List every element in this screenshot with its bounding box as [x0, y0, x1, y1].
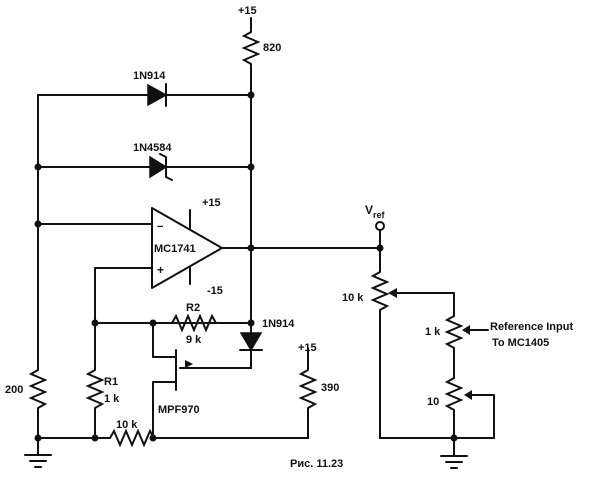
label-r1-value: 1 k — [104, 393, 120, 405]
ground-left — [24, 454, 52, 468]
diode-1n914-top — [37, 83, 252, 107]
label-plus-pin: + — [157, 263, 164, 277]
bottom-rail — [37, 407, 309, 448]
resistor-r1-branch — [85, 369, 105, 439]
label-10k-bottom: 10 k — [116, 419, 138, 431]
resistor-820 — [241, 31, 261, 65]
label-jfet: MPF970 — [158, 404, 200, 416]
left-rail — [28, 94, 153, 456]
label-plus15-right: +15 — [298, 342, 317, 354]
label-820: 820 — [263, 42, 281, 54]
zener-1n4584 — [37, 153, 252, 181]
label-plus15-opamp: +15 — [202, 197, 221, 209]
label-diode-mid: 1N914 — [262, 318, 295, 330]
label-plus15-top: +15 — [238, 5, 257, 17]
label-opamp: MC1741 — [154, 243, 196, 255]
label-minus-pin: − — [157, 221, 163, 233]
label-pot-10: 10 — [427, 396, 439, 408]
resistor-200 — [28, 369, 48, 409]
label-vref: Vref — [365, 203, 386, 220]
label-r2-value: 9 k — [186, 334, 202, 346]
label-pot-1k: 1 k — [425, 326, 441, 338]
resistor-10k-bottom — [109, 428, 155, 448]
label-reference-input-line2: To MC1405 — [492, 337, 549, 349]
label-diode-top: 1N914 — [133, 70, 166, 82]
label-r1-name: R1 — [104, 376, 118, 388]
label-reference-input-line1: Reference Input — [490, 321, 573, 333]
plus-input-wiring — [94, 267, 252, 371]
potentiometer-10 — [444, 377, 464, 411]
label-minus15-opamp: -15 — [207, 285, 223, 297]
label-pot-10k: 10 k — [342, 292, 364, 304]
junction-dots — [34, 91, 458, 442]
potentiometer-10k — [370, 271, 390, 311]
potentiometer-1k — [444, 315, 464, 349]
label-r2-name: R2 — [186, 302, 200, 314]
jfet-mpf970 — [152, 322, 193, 439]
label-zener: 1N4584 — [133, 142, 172, 154]
diode-1n914-vertical — [179, 332, 263, 369]
label-200: 200 — [5, 384, 23, 396]
resistor-r2 — [171, 313, 217, 333]
figure-caption: Рис. 11.23 — [290, 458, 343, 470]
resistor-390 — [298, 369, 318, 409]
vref-network — [370, 221, 495, 439]
ground-right — [440, 437, 468, 469]
supply-820-branch — [241, 17, 261, 351]
resistor-390-branch — [298, 347, 318, 409]
resistor-r1 — [85, 369, 105, 409]
label-390: 390 — [321, 382, 339, 394]
